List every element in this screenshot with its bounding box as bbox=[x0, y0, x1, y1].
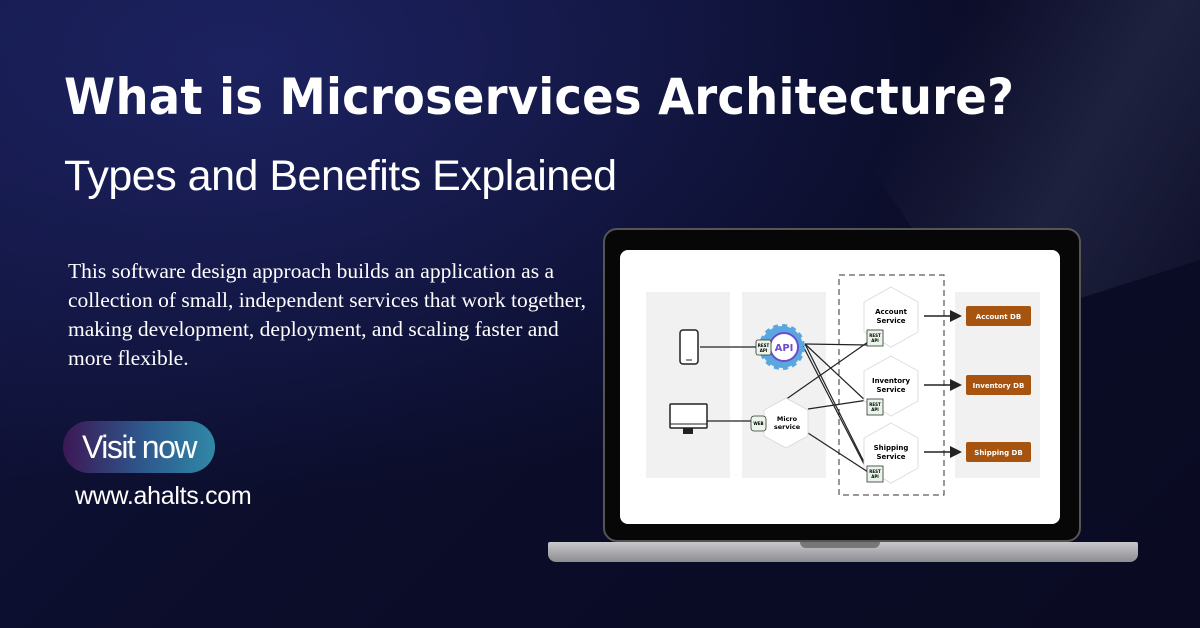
visit-now-button[interactable]: Visit now bbox=[63, 421, 215, 473]
diagram-label bbox=[755, 339, 772, 356]
diagram-label bbox=[784, 341, 869, 401]
diagram-label: API bbox=[760, 348, 768, 353]
database-box bbox=[966, 306, 1031, 326]
database-label: Account DB bbox=[976, 313, 1021, 321]
website-link[interactable]: www.ahalts.com bbox=[75, 482, 252, 510]
diagram-label bbox=[804, 343, 869, 471]
gateway-panel bbox=[742, 292, 826, 478]
api-label: API bbox=[871, 407, 879, 412]
diagram-label bbox=[804, 343, 869, 404]
diagram-label bbox=[679, 329, 699, 365]
database-box bbox=[966, 442, 1031, 462]
diagram-label bbox=[683, 428, 693, 434]
service-name: Inventory bbox=[872, 377, 910, 385]
connection-lines bbox=[700, 341, 869, 473]
database-label: Inventory DB bbox=[973, 382, 1025, 390]
monitor-icon bbox=[669, 403, 708, 434]
arrow-head-icon bbox=[950, 446, 962, 458]
service-name: Service bbox=[876, 317, 905, 325]
arrow-head-icon bbox=[950, 379, 962, 391]
web-tag: WEB bbox=[750, 415, 767, 432]
rest-label: REST bbox=[869, 402, 881, 407]
microservice-hexagon bbox=[763, 397, 809, 449]
diagram-label bbox=[807, 432, 869, 473]
diagram-label: Micro bbox=[777, 415, 798, 423]
headline: What is Microservices Architecture? bbox=[64, 68, 1015, 126]
api-label: API bbox=[871, 474, 879, 479]
diagram-label bbox=[750, 415, 767, 432]
rest-api-tag bbox=[866, 398, 884, 416]
phone-icon bbox=[679, 329, 699, 365]
service-name: Service bbox=[876, 453, 905, 461]
api-label: API bbox=[871, 338, 879, 343]
rest-label: REST bbox=[869, 333, 881, 338]
database-box bbox=[966, 375, 1031, 395]
description: This software design approach builds an … bbox=[68, 259, 586, 370]
diagram-label bbox=[804, 343, 869, 346]
rest-api-tag bbox=[866, 465, 884, 483]
laptop-base bbox=[548, 542, 1138, 562]
rest-api-tag bbox=[866, 329, 884, 347]
laptop-notch bbox=[800, 542, 880, 548]
diagram-label: REST bbox=[758, 343, 770, 348]
diagram-label: service bbox=[774, 423, 801, 431]
service-name: Account bbox=[875, 308, 907, 316]
rest-label: REST bbox=[869, 469, 881, 474]
service-name: Service bbox=[876, 386, 905, 394]
database-label: Shipping DB bbox=[974, 449, 1022, 457]
service-name: Shipping bbox=[874, 444, 909, 452]
arrow-head-icon bbox=[950, 310, 962, 322]
diagram-label bbox=[807, 399, 869, 410]
clients-panel bbox=[646, 292, 730, 478]
diagram-label: API bbox=[775, 343, 794, 354]
diagram-label: WEB bbox=[753, 421, 763, 426]
diagram-label bbox=[802, 345, 867, 469]
subheadline: Types and Benefits Explained bbox=[64, 152, 617, 200]
